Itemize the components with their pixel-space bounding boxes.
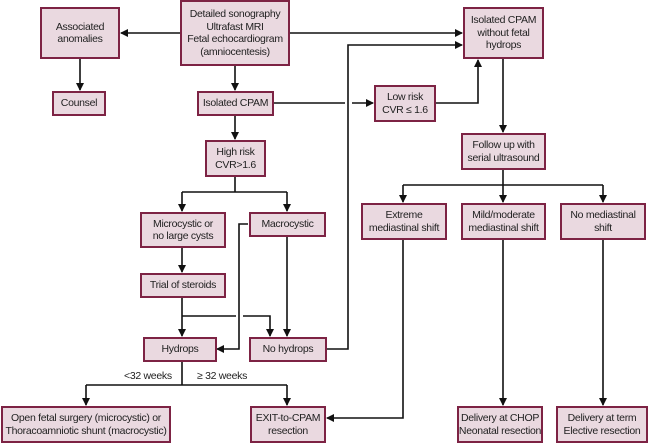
node-text: No hydrops: [262, 343, 314, 356]
node-text: EXIT-to-CPAM: [255, 412, 321, 424]
node-text: High risk: [216, 146, 255, 158]
node-delivery-term: Delivery at term Elective resection: [556, 406, 648, 443]
node-text: Isolated CPAM: [202, 97, 269, 110]
node-text: Follow up with: [472, 139, 535, 151]
node-text: Thoracoamniotic shunt (macrocystic): [5, 424, 167, 437]
node-text: anomalies: [57, 33, 103, 45]
arrow-steroids-to-no-hydrops: [243, 315, 274, 337]
node-text: CVR ≤ 1.6: [382, 103, 428, 116]
node-text: Neonatal resection: [458, 424, 542, 437]
node-text: Ultrafast MRI: [206, 20, 264, 33]
node-text: Associated: [55, 20, 105, 33]
arrow-extreme-to-exit: [326, 240, 404, 422]
node-text: mediastinal shift: [368, 221, 440, 234]
node-text: hydrops: [485, 39, 522, 52]
node-text: mediastinal shift: [468, 221, 539, 234]
arrow-macrocystic-to-hydrops: [216, 223, 248, 353]
node-low-risk: Low risk CVR ≤ 1.6: [374, 85, 436, 122]
node-text: Open fetal surgery (microcystic) or: [11, 412, 161, 424]
node-extreme-shift: Extreme mediastinal shift: [361, 203, 447, 240]
node-text: Isolated CPAM: [470, 14, 537, 27]
node-no-shift: No mediastinal shift: [560, 203, 646, 240]
node-text: shift: [594, 221, 612, 234]
node-workup: Detailed sonography Ultrafast MRI Fetal …: [180, 0, 290, 66]
node-text: Hydrops: [161, 343, 199, 356]
node-text: Low risk: [386, 91, 424, 103]
node-text: no large cysts: [152, 230, 214, 242]
node-macrocystic: Macrocystic: [249, 212, 326, 237]
node-follow-up: Follow up with serial ultrasound: [461, 133, 546, 170]
node-microcystic: Microcystic or no large cysts: [140, 212, 226, 248]
node-exit: EXIT-to-CPAM resection: [250, 406, 326, 443]
node-text: resection: [268, 424, 308, 437]
node-text: Delivery at CHOP: [460, 412, 540, 424]
node-high-risk: High risk CVR>1.6: [205, 140, 266, 177]
node-text: Elective resection: [563, 424, 641, 437]
node-text: Microcystic or: [153, 217, 213, 230]
node-isolated-cpam: Isolated CPAM: [197, 91, 274, 116]
node-delivery-chop: Delivery at CHOP Neonatal resection: [457, 406, 543, 443]
node-text: serial ultrasound: [467, 151, 540, 164]
node-isolated-no-hydrops: Isolated CPAM without fetal hydrops: [463, 7, 544, 59]
node-open-surgery: Open fetal surgery (microcystic) or Thor…: [1, 406, 171, 443]
edge-label-ge32: ≥ 32 weeks: [197, 370, 248, 382]
node-text: No mediastinal: [570, 209, 636, 221]
node-mild-shift: Mild/moderate mediastinal shift: [461, 203, 546, 240]
edge-label-lt32: <32 weeks: [124, 370, 172, 382]
node-text: Counsel: [60, 97, 98, 110]
node-hydrops: Hydrops: [143, 337, 217, 362]
node-text: Mild/moderate: [472, 209, 535, 221]
node-counsel: Counsel: [52, 91, 106, 116]
arrow-low-risk-up: [436, 59, 482, 104]
node-text: Macrocystic: [261, 218, 314, 231]
arrow-no-hydrops-to-isolated-no-hydrops: [327, 41, 463, 350]
node-text: Delivery at term: [567, 412, 637, 424]
node-steroids: Trial of steroids: [140, 273, 226, 298]
node-text: Trial of steroids: [149, 279, 217, 292]
node-text: Detailed sonography: [189, 8, 281, 20]
node-no-hydrops: No hydrops: [249, 337, 327, 362]
node-text: Extreme: [385, 209, 423, 221]
node-associated-anomalies: Associated anomalies: [40, 7, 120, 59]
node-text: (amniocentesis): [200, 45, 270, 58]
node-text: CVR>1.6: [215, 158, 256, 171]
node-text: Fetal echocardiogram: [187, 33, 283, 45]
node-text: without fetal: [477, 26, 530, 39]
